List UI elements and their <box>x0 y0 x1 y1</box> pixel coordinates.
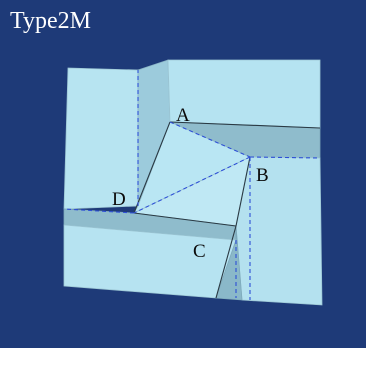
crease-a-edge <box>169 121 321 129</box>
solid-creases <box>133 121 321 299</box>
folded-paper-model: A B C D <box>63 59 323 306</box>
crease-a-d-solid <box>133 121 171 214</box>
crease-b-c-solid <box>235 156 251 227</box>
dashed-creases <box>63 70 321 300</box>
crease-b-d-dashed <box>133 156 251 214</box>
vertex-label-d: D <box>112 189 126 210</box>
right-panel <box>235 156 323 306</box>
left-panel <box>63 67 139 210</box>
crease-a-b-dashed <box>169 121 251 158</box>
crease-d-to-c <box>133 212 237 227</box>
vertex-label-a: A <box>176 105 190 126</box>
vertex-label-b: B <box>256 165 269 186</box>
crease-c-lower <box>215 225 237 299</box>
figure-title: Type2M <box>10 8 91 34</box>
crease-b-right-dashed <box>249 156 321 159</box>
top-right-panel <box>167 59 321 129</box>
crease-d-left-dashed <box>63 208 135 214</box>
vertex-label-c: C <box>193 241 206 262</box>
